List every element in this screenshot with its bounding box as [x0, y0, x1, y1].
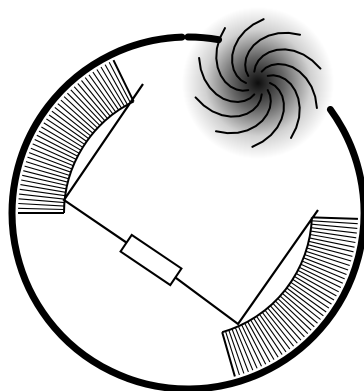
vortex-haze — [182, 7, 334, 159]
vortex — [182, 7, 334, 159]
